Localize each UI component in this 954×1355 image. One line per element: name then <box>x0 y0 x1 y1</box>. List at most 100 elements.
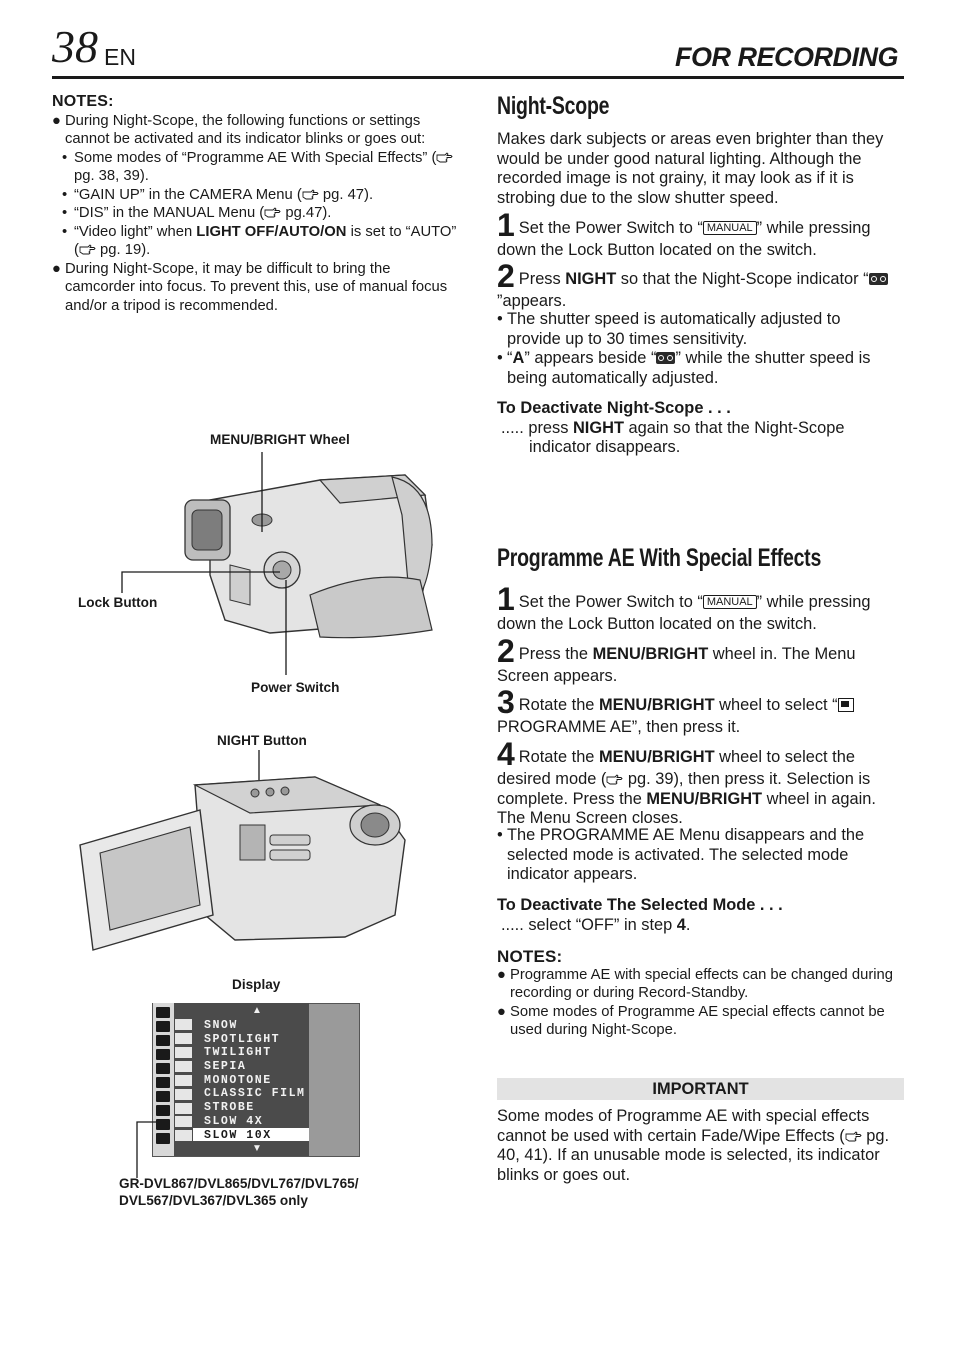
important-text-part: pg. 40, 41). If an unusable mode is sele… <box>497 1126 890 1184</box>
programme-ae-title: Programme AE With Special Effects <box>497 544 822 572</box>
programme-ae-deactivate: To Deactivate The Selected Mode . . . ..… <box>497 896 905 935</box>
important-heading: IMPORTANT <box>497 1078 904 1100</box>
bullet-text: The shutter speed is automatically adjus… <box>507 310 841 348</box>
step-text: wheel in again. The Menu Screen closes. <box>497 789 876 828</box>
menu-down-arrow-icon: ▼ <box>252 1143 262 1154</box>
mode-icon <box>175 1033 192 1044</box>
camcorder-top-illustration <box>184 474 433 639</box>
step-text: Set the Power Switch to “ <box>518 593 703 611</box>
step-number: 4 <box>497 736 515 772</box>
night-scope-indicator-icon <box>868 273 888 285</box>
deactivate-heading: To Deactivate Night-Scope . . . <box>497 399 731 417</box>
menu-category-icon <box>156 1133 170 1144</box>
step-text: Press <box>518 270 566 288</box>
step-number: 2 <box>497 258 515 294</box>
models-leader-line <box>136 1121 164 1178</box>
deactivate-text: ..... select “OFF” in step <box>501 915 677 934</box>
section-title: FOR RECORDING <box>675 42 899 72</box>
menu-item: SPOTLIGHT <box>204 1033 281 1046</box>
programme-ae-bullets: •The PROGRAMME AE Menu disappears and th… <box>497 826 897 885</box>
header-rule <box>52 76 904 79</box>
note-text: During Night-Scope, the following functi… <box>65 112 426 148</box>
night-scope-title: Night-Scope <box>497 92 610 120</box>
bullet-item: •The PROGRAMME AE Menu disappears and th… <box>497 826 865 884</box>
pointing-hand-icon <box>845 1130 862 1142</box>
mode-icon <box>175 1061 192 1072</box>
bullet-item: •“A” appears beside “” while the shutter… <box>497 349 871 387</box>
left-notes: NOTES: ●During Night-Scope, the followin… <box>52 93 462 315</box>
camcorder-top-leader-lines <box>121 452 287 675</box>
page-language: EN <box>104 44 136 70</box>
display-label: Display <box>232 977 281 992</box>
bullet-text: ” appears beside “ <box>524 349 657 368</box>
pointing-hand-icon <box>436 151 454 162</box>
bullet-text-bold: A <box>512 349 525 368</box>
programme-ae-notes: NOTES: ●Programme AE with special effect… <box>497 947 905 1039</box>
step-text: PROGRAMME AE”, then press it. <box>497 718 741 736</box>
mode-icon <box>175 1047 192 1058</box>
deactivate-line: indicator disappears. <box>529 438 681 457</box>
menu-category-icon <box>156 1035 170 1046</box>
bullet-text: ” while the shutter speed is being autom… <box>507 349 871 387</box>
menu-item: SLOW 4X <box>204 1115 264 1128</box>
night-scope-bullets: •The shutter speed is automatically adju… <box>497 310 897 388</box>
notes-heading: NOTES: <box>52 93 114 110</box>
step-text-bold: NIGHT <box>565 270 617 288</box>
night-scope-deactivate: To Deactivate Night-Scope . . . ..... pr… <box>497 399 905 458</box>
deactivate-text: ..... press <box>501 418 573 437</box>
mode-icon <box>175 1116 192 1127</box>
power-switch-label: Power Switch <box>251 680 340 695</box>
note-text: “GAIN UP” in the CAMERA Menu ( <box>74 186 302 203</box>
menu-category-icon <box>156 1119 170 1130</box>
deactivate-line: ..... select “OFF” in step 4. <box>497 916 905 936</box>
step-number: 1 <box>497 581 515 617</box>
menu-category-icon <box>156 1021 170 1032</box>
step-text-bold: MENU/BRIGHT <box>646 789 763 808</box>
step-text: ”appears. <box>497 292 567 310</box>
note-bullet: ●During Night-Scope, it may be difficult… <box>52 260 448 314</box>
step-number: 2 <box>497 633 515 669</box>
lock-button-label: Lock Button <box>78 595 158 610</box>
menu-item: MONOTONE <box>204 1074 272 1087</box>
menu-category-icon <box>156 1063 170 1074</box>
night-scope-indicator-icon <box>656 352 676 365</box>
models-line: DVL567/DVL367/DVL365 only <box>119 1192 308 1208</box>
note-text: “DIS” in the MANUAL Menu ( <box>74 205 265 221</box>
note-text: pg. 19). <box>95 242 151 258</box>
pointing-hand-icon <box>606 774 623 785</box>
menu-icon-column <box>153 1003 174 1156</box>
deactivate-text: . <box>685 915 691 934</box>
step-text-bold: MENU/BRIGHT <box>598 748 715 766</box>
note-bullet: ●During Night-Scope, the following funct… <box>52 112 426 148</box>
menu-category-icon <box>156 1105 170 1116</box>
bullet-text: “ <box>507 349 513 368</box>
step-text: Rotate the <box>518 748 599 766</box>
deactivate-heading: To Deactivate The Selected Mode . . . <box>497 896 783 914</box>
models-note: GR-DVL867/DVL865/DVL767/DVL765/ DVL567/D… <box>119 1176 359 1209</box>
menu-category-icon <box>156 1049 170 1060</box>
step-text: ” while pressing down the Lock Button lo… <box>497 219 871 259</box>
note-text: During Night-Scope, it may be difficult … <box>65 260 448 314</box>
menu-bright-wheel-label: MENU/BRIGHT Wheel <box>210 432 350 447</box>
mode-icon <box>175 1089 192 1100</box>
night-button-leader-line <box>258 750 260 780</box>
note-text: Programme AE with special effects can be… <box>510 967 894 1002</box>
step-number: 1 <box>497 207 515 243</box>
note-text: is set to “AUTO” ( <box>74 223 457 259</box>
mode-icon <box>175 1019 192 1030</box>
pointing-hand-icon <box>302 188 319 199</box>
bullet-text: The PROGRAMME AE Menu disappears and the… <box>507 826 865 884</box>
note-subitem: •“Video light” when LIGHT OFF/AUTO/ON is… <box>62 223 457 259</box>
note-bullet: ●Some modes of Programme AE special effe… <box>497 1003 885 1038</box>
step-text: wheel to select the desired mode ( <box>497 748 855 788</box>
step-text: Rotate the <box>518 696 599 714</box>
menu-item: CLASSIC FILM <box>204 1087 306 1100</box>
pointing-hand-icon <box>79 244 96 255</box>
menu-item: STROBE <box>204 1101 255 1114</box>
step-text-bold: MENU/BRIGHT <box>598 696 715 714</box>
deactivate-text-bold: NIGHT <box>572 418 624 437</box>
menu-category-icon <box>156 1091 170 1102</box>
